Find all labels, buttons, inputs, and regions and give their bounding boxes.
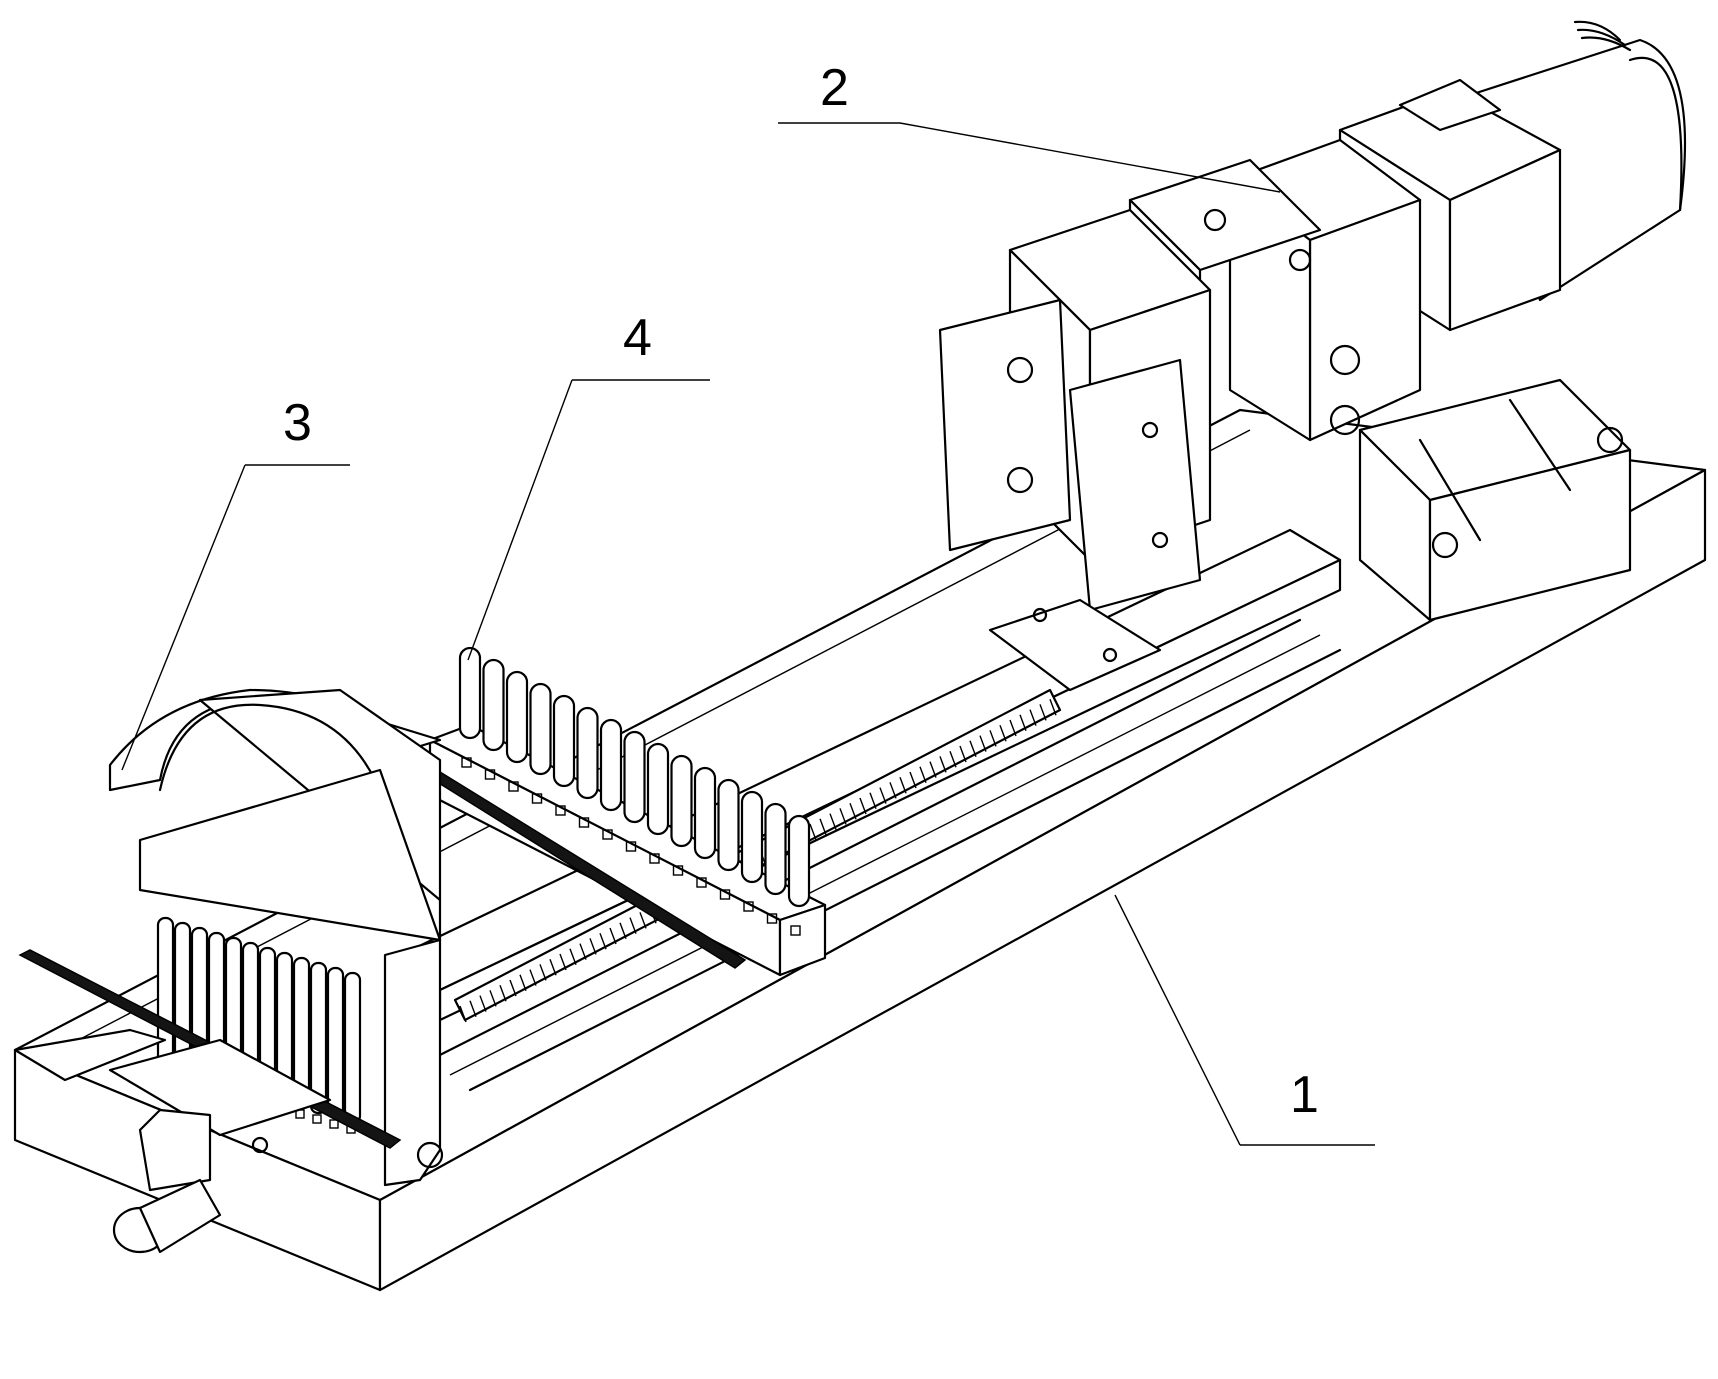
frame-rod (309, 961, 328, 1115)
strip-finger (764, 802, 787, 896)
screw-thread (1019, 714, 1027, 732)
frame-rod (156, 916, 175, 1070)
screw-thread (899, 776, 907, 794)
screw-thread (589, 938, 597, 955)
strip-finger-tab (649, 853, 660, 864)
strip-finger-tab (531, 793, 543, 804)
screw-thread (479, 995, 487, 1012)
screw-thread (619, 922, 627, 940)
frame-rod (326, 966, 345, 1120)
strip-finger (787, 814, 811, 908)
screw-thread (829, 813, 837, 830)
strip-finger (646, 742, 670, 836)
label-frame: 3 (283, 394, 312, 452)
frame-assembly (13, 688, 444, 1254)
screw-thread (1009, 719, 1017, 737)
screw-thread (959, 745, 967, 763)
screw-thread (1049, 698, 1057, 716)
screw-thread (529, 969, 537, 986)
screw-thread (919, 766, 927, 784)
frame-rod (343, 971, 362, 1125)
screw-thread (1029, 709, 1037, 726)
strip-finger-tab (602, 829, 613, 840)
callout-1: 1 (1114, 894, 1375, 1146)
strip-finger-tab (555, 805, 566, 816)
callout-3: 3 (121, 394, 350, 771)
strip-finger-tab (578, 817, 590, 828)
strip-finger (693, 766, 717, 860)
strip-finger (670, 754, 693, 848)
screw-thread (859, 797, 867, 815)
screw-thread (969, 740, 977, 758)
screw-thread (909, 771, 917, 789)
screw-thread (539, 964, 547, 981)
screw-thread (629, 917, 637, 934)
frame-rod-tab (312, 1114, 322, 1124)
strip-finger (740, 790, 764, 884)
screw-thread (999, 724, 1007, 742)
strip-finger-tab (625, 841, 637, 852)
screw-thread (849, 802, 857, 820)
screw-thread (549, 958, 557, 976)
strip-finger-tab (743, 901, 754, 912)
callout-4: 4 (467, 309, 710, 661)
screw-thread (939, 756, 947, 773)
screw-thread (509, 979, 517, 997)
screw-thread (879, 787, 887, 804)
screw-thread (489, 990, 497, 1007)
screw-thread (519, 974, 527, 992)
label-base: 1 (1290, 1066, 1319, 1124)
screw-thread (469, 1000, 477, 1018)
callout-2: 2 (778, 59, 1281, 193)
screw-thread (949, 750, 957, 768)
screw-thread (809, 823, 817, 841)
drive-unit (938, 20, 1687, 692)
screw-thread (819, 818, 827, 836)
screw-thread (569, 948, 577, 966)
screw-thread (459, 1005, 467, 1023)
strip-finger-tab (790, 925, 801, 936)
screw-thread (979, 735, 987, 752)
strip-finger-tab (508, 781, 519, 792)
strip-finger-tab (672, 865, 684, 876)
strip-finger (717, 778, 740, 872)
clamp-strip-assembly (368, 646, 827, 977)
screw-thread (869, 792, 877, 810)
strip-finger-tab (766, 913, 778, 924)
screw-thread (609, 927, 617, 945)
screw-thread (1039, 704, 1047, 721)
screw-thread (989, 730, 997, 747)
screw-thread (929, 761, 937, 778)
screw-thread (889, 782, 897, 799)
strip-finger-tab (696, 877, 707, 888)
strip-finger (482, 658, 505, 752)
strip-finger-tab (461, 757, 472, 768)
label-clamp-strip: 4 (623, 309, 652, 367)
screw-thread (559, 953, 567, 971)
strip-finger (576, 706, 599, 800)
frame-rod-tab (329, 1119, 339, 1129)
strip-finger (529, 682, 552, 776)
strip-finger (552, 694, 576, 788)
strip-finger (623, 730, 646, 824)
strip-finger (505, 670, 529, 764)
label-drive-unit: 2 (820, 59, 849, 117)
screw-thread (639, 912, 647, 929)
screw-thread (579, 943, 587, 960)
strip-finger (599, 718, 623, 812)
screw-thread (839, 808, 847, 825)
strip-finger-tab (484, 769, 496, 780)
screw-thread (499, 984, 507, 1002)
strip-finger (458, 646, 482, 740)
screw-thread (599, 932, 607, 950)
strip-finger-tab (719, 889, 731, 900)
